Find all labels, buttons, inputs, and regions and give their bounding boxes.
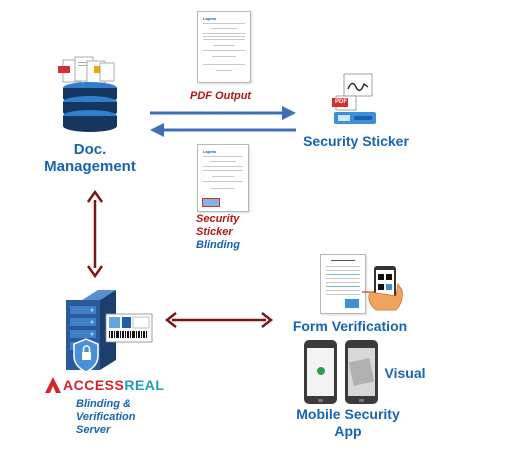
blinding-note-line3: Blinding xyxy=(196,239,240,251)
pdf-output-document: Lapeta xyxy=(197,11,251,83)
security-sticker-icon xyxy=(332,73,376,124)
blinding-note-line1: Security xyxy=(196,213,240,225)
phone-hand-icon xyxy=(362,266,403,311)
blinding-return-arrow xyxy=(150,123,296,137)
doc-management-label-line1: Doc. xyxy=(73,141,107,158)
blinding-note-line2: Sticker xyxy=(196,226,233,238)
server-icon xyxy=(66,290,153,373)
server-caption-line3: Server xyxy=(76,424,111,436)
mobile-phone-verified xyxy=(304,340,337,404)
mobile-label-line2: App xyxy=(334,423,362,439)
server-caption-line1: Blinding & xyxy=(76,398,131,410)
pdf-output-label: PDF Output xyxy=(190,90,252,102)
doc-management-label: Doc. Management xyxy=(30,141,150,175)
verification-form-document xyxy=(320,254,366,314)
verified-check-icon xyxy=(317,367,325,375)
sticker-blinding-mark xyxy=(202,198,220,207)
server-form-arrow xyxy=(164,312,274,328)
pdf-output-arrow xyxy=(150,106,296,120)
accessreal-logo-icon xyxy=(45,377,61,393)
mobile-security-app-label: Mobile Security App xyxy=(280,406,416,440)
mobile-phone-visual xyxy=(345,340,378,404)
pdf-badge: PDF xyxy=(335,99,347,105)
accessreal-logo-prefix: ACCESS xyxy=(63,377,125,393)
server-caption: Blinding & Verification Server xyxy=(76,398,136,437)
doc-management-label-line2: Management xyxy=(44,158,136,175)
accessreal-logo-suffix: REAL xyxy=(124,377,165,393)
document-database-icon xyxy=(58,56,117,132)
form-verification-label: Form Verification xyxy=(292,318,408,334)
blinded-document: Lapeta xyxy=(197,144,249,212)
visual-label: Visual xyxy=(384,365,426,381)
security-sticker-label: Security Sticker xyxy=(303,133,409,149)
accessreal-logo: ACCESSREAL xyxy=(63,377,164,393)
server-caption-line2: Verification xyxy=(76,411,136,423)
form-sticker-mark xyxy=(345,299,359,308)
mobile-label-line1: Mobile Security xyxy=(296,406,400,422)
blinding-note: Security Sticker Blinding xyxy=(196,213,240,252)
database-server-arrow xyxy=(86,189,104,279)
